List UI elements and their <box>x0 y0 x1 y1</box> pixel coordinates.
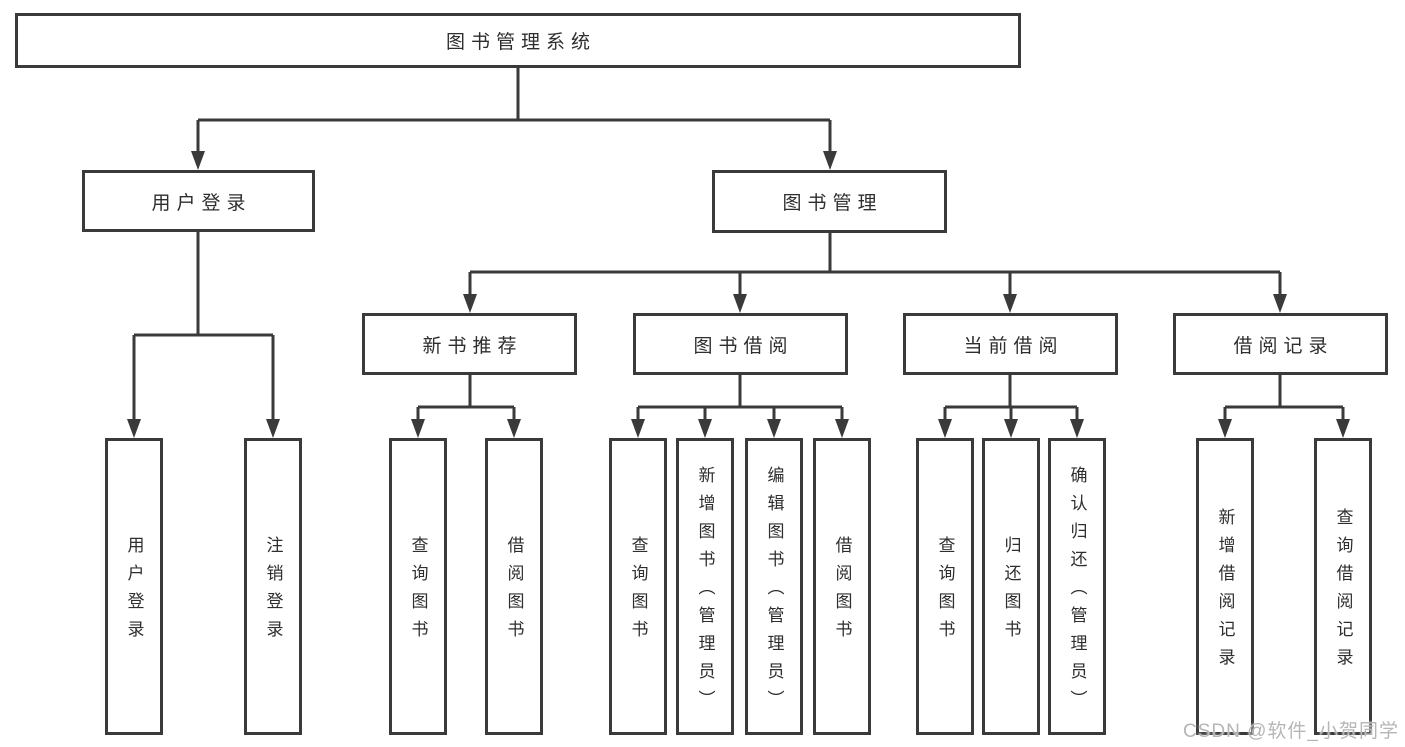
leaf-add-book-admin: 新增图书（管理员） <box>676 438 734 735</box>
node-root: 图书管理系统 <box>15 13 1021 68</box>
node-current-borrow-label: 当前借阅 <box>963 335 1064 357</box>
leaf-edit-book-admin-label: 编辑图书（管理员） <box>764 466 784 718</box>
leaf-confirm-return-admin: 确认归还（管理员） <box>1048 438 1106 735</box>
leaf-query-borrow-record-label: 查询借阅记录 <box>1333 508 1353 676</box>
leaf-return-book: 归还图书 <box>982 438 1040 735</box>
node-root-label: 图书管理系统 <box>445 32 596 53</box>
node-book-borrow-label: 图书借阅 <box>693 335 794 357</box>
leaf-query-book-recommend-label: 查询图书 <box>408 536 428 648</box>
leaf-query-book-recommend: 查询图书 <box>389 438 447 735</box>
leaf-add-borrow-record: 新增借阅记录 <box>1196 438 1254 735</box>
leaf-add-book-admin-label: 新增图书（管理员） <box>695 466 715 718</box>
node-book-management: 图书管理 <box>712 170 947 233</box>
leaf-borrow-book: 借阅图书 <box>813 438 871 735</box>
leaf-borrow-book-recommend-label: 借阅图书 <box>504 536 524 648</box>
leaf-return-book-label: 归还图书 <box>1001 536 1021 648</box>
node-borrow-records: 借阅记录 <box>1173 313 1388 375</box>
connector-lines <box>132 68 1345 421</box>
leaf-query-book-borrow: 查询图书 <box>609 438 667 735</box>
node-user-login-label: 用户登录 <box>151 192 252 214</box>
node-book-management-label: 图书管理 <box>782 193 883 214</box>
leaf-query-book-current-label: 查询图书 <box>935 536 955 648</box>
leaf-user-login-label: 用户登录 <box>124 536 144 648</box>
arrowhead-icons <box>127 151 1350 438</box>
node-new-book-recommend: 新书推荐 <box>362 313 577 375</box>
node-new-book-recommend-label: 新书推荐 <box>422 335 523 357</box>
node-user-login: 用户登录 <box>82 170 315 232</box>
node-borrow-records-label: 借阅记录 <box>1233 335 1334 357</box>
leaf-add-borrow-record-label: 新增借阅记录 <box>1215 508 1235 676</box>
leaf-edit-book-admin: 编辑图书（管理员） <box>745 438 803 735</box>
leaf-borrow-book-recommend: 借阅图书 <box>485 438 543 735</box>
leaf-logout: 注销登录 <box>244 438 302 735</box>
node-book-borrow: 图书借阅 <box>633 313 848 375</box>
leaf-confirm-return-admin-label: 确认归还（管理员） <box>1067 466 1087 718</box>
leaf-user-login: 用户登录 <box>105 438 163 735</box>
leaf-query-book-borrow-label: 查询图书 <box>628 536 648 648</box>
node-current-borrow: 当前借阅 <box>903 313 1118 375</box>
leaf-logout-label: 注销登录 <box>263 536 283 648</box>
leaf-borrow-book-label: 借阅图书 <box>832 536 852 648</box>
watermark: CSDN @软件_小贺同学 <box>1183 721 1399 742</box>
leaf-query-book-current: 查询图书 <box>916 438 974 735</box>
leaf-query-borrow-record: 查询借阅记录 <box>1314 438 1372 735</box>
